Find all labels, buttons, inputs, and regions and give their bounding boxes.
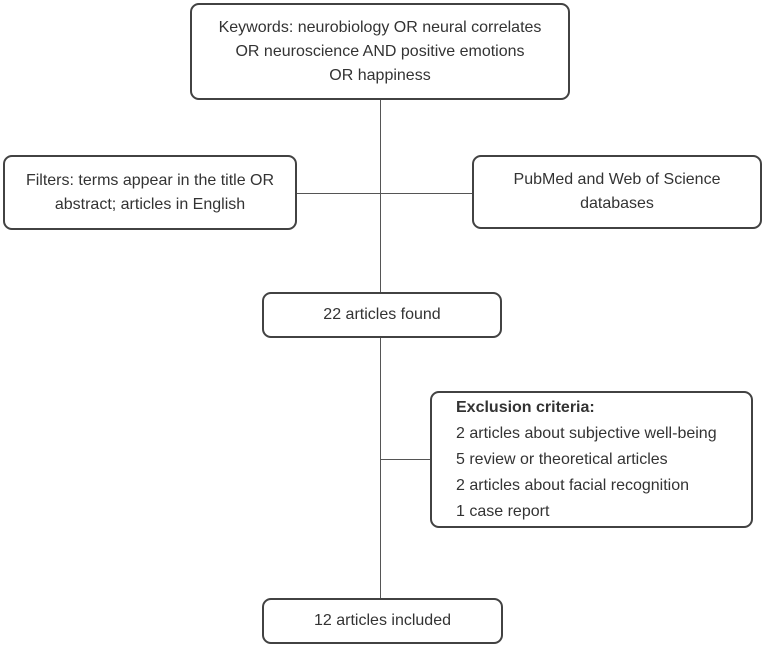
articles-included-label: 12 articles included [314,612,451,629]
databases-line-2: databases [580,195,654,212]
exclusion-item-3: 2 articles about facial recognition [456,476,690,494]
keywords-line-2: OR neuroscience AND positive emotions [235,42,525,60]
databases-line-1: PubMed and Web of Science [513,171,721,188]
exclusion-item-4: 1 case report [456,502,550,520]
exclusion-item-1: 2 articles about subjective well-being [456,424,717,442]
connector-filters-to-databases [297,193,472,194]
articles-included-box: 12 articles included [262,598,503,644]
filters-line-2: abstract; articles in English [54,195,246,213]
databases-box: PubMed and Web of Science databases [472,155,762,229]
exclusion-criteria-box: Exclusion criteria: 2 articles about sub… [430,391,753,528]
filters-line-1: Filters: terms appear in the title OR [25,171,275,189]
exclusion-title: Exclusion criteria: [456,398,595,416]
connector-to-exclusion [380,459,430,460]
connector-keywords-to-found [380,100,381,292]
keywords-box: Keywords: neurobiology OR neural correla… [190,3,570,100]
articles-found-box: 22 articles found [262,292,502,338]
connector-found-to-included [380,338,381,598]
articles-found-label: 22 articles found [323,306,441,323]
keywords-line-3: OR happiness [329,66,431,84]
keywords-line-1: Keywords: neurobiology OR neural correla… [218,18,542,36]
filters-box: Filters: terms appear in the title OR ab… [3,155,297,230]
exclusion-item-2: 5 review or theoretical articles [456,450,668,468]
